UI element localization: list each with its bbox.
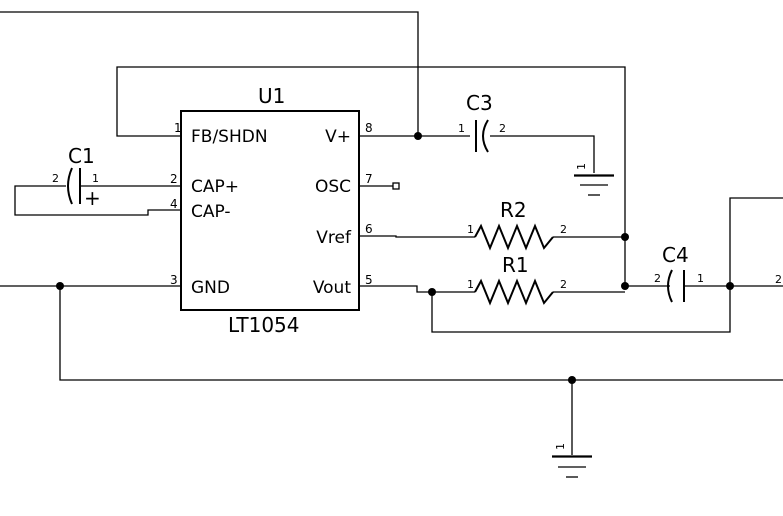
junction-c4 xyxy=(621,282,629,290)
pin-name-cap-plus: CAP+ xyxy=(191,177,239,197)
edge-right-pin: 2 xyxy=(775,273,782,286)
gnd-bottom-pin: 1 xyxy=(554,443,567,450)
junction-gnd-left xyxy=(56,282,64,290)
pin-name-fb-shdn: FB/SHDN xyxy=(191,127,268,147)
c4-ref-label: C4 xyxy=(662,243,689,267)
junction-gnd-bus xyxy=(568,376,576,384)
pin-name-vplus: V+ xyxy=(325,127,351,147)
c1-ref-label: C1 xyxy=(68,144,95,168)
osc-open-terminal xyxy=(392,182,400,190)
capacitor-c4 xyxy=(667,269,685,303)
capacitor-c3 xyxy=(475,119,489,153)
c3-pin2: 2 xyxy=(499,122,506,135)
pin-num-8: 8 xyxy=(365,121,373,135)
pin-num-4: 4 xyxy=(170,197,178,211)
resistor-r2 xyxy=(474,223,554,251)
r1-pin2: 2 xyxy=(560,278,567,291)
r1-pin1: 1 xyxy=(467,278,474,291)
r2-pin1: 1 xyxy=(467,223,474,236)
ground-symbol-c3 xyxy=(574,174,614,196)
pin-num-7: 7 xyxy=(365,172,373,186)
capacitor-c1 xyxy=(67,167,81,205)
ic-part-label: LT1054 xyxy=(228,313,300,337)
pin-num-5: 5 xyxy=(365,273,373,287)
junction-vplus xyxy=(414,132,422,140)
c3-ref-label: C3 xyxy=(466,91,493,115)
r1-ref-label: R1 xyxy=(502,253,529,277)
pin-name-gnd: GND xyxy=(191,278,230,298)
wire-fb-loop xyxy=(116,66,626,286)
wire-vout-r1 xyxy=(359,285,475,293)
c3-pin1: 1 xyxy=(458,122,465,135)
wire-c3-gnd xyxy=(490,135,595,173)
wire-ground-bus xyxy=(59,286,783,381)
r2-pin2: 2 xyxy=(560,223,567,236)
pin-num-3: 3 xyxy=(170,273,178,287)
gnd-c3-pin: 1 xyxy=(575,163,588,170)
wire-right-loop xyxy=(431,197,783,333)
ic-ref-label: U1 xyxy=(258,84,285,108)
c4-pin1: 1 xyxy=(697,272,704,285)
c1-pin2: 2 xyxy=(52,172,59,185)
wire-c1-capminus xyxy=(14,185,181,216)
junction-vout xyxy=(428,288,436,296)
r2-ref-label: R2 xyxy=(500,198,527,222)
ground-symbol-bottom xyxy=(552,455,592,478)
pin-name-osc: OSC xyxy=(315,177,351,197)
pin-num-6: 6 xyxy=(365,222,373,236)
junction-c4-right xyxy=(726,282,734,290)
resistor-r1 xyxy=(474,278,554,306)
c4-pin2: 2 xyxy=(654,272,661,285)
junction-r2 xyxy=(621,233,629,241)
pin-name-cap-minus: CAP- xyxy=(191,202,231,222)
pin-num-1: 1 xyxy=(174,121,182,135)
wire-top-feed xyxy=(0,11,419,136)
wire-vref-r2 xyxy=(359,235,475,238)
pin-name-vref: Vref xyxy=(316,228,352,248)
c1-plus-sign: + xyxy=(84,186,101,210)
pin-name-vout: Vout xyxy=(313,278,351,298)
pin-num-2: 2 xyxy=(170,172,178,186)
c1-pin1: 1 xyxy=(92,172,99,185)
